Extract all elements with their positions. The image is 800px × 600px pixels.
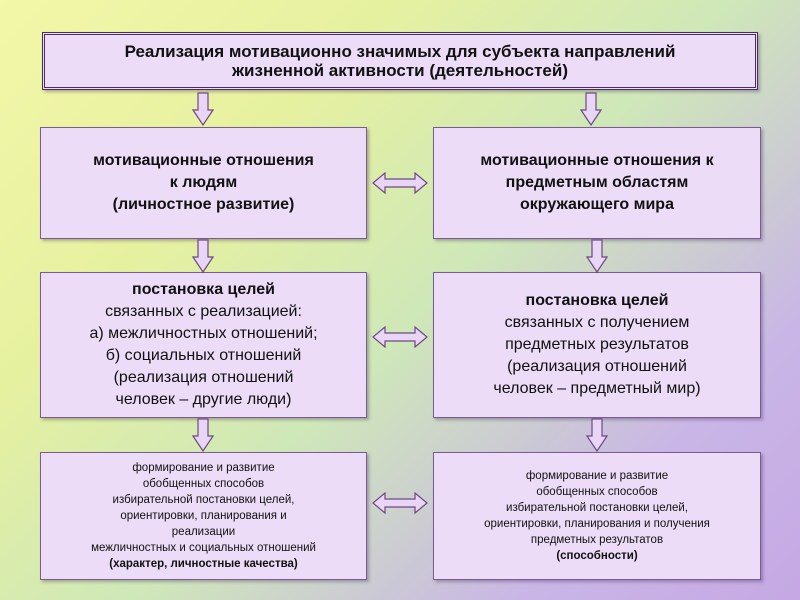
right-goals-box: постановка целей связанных с получением …	[433, 272, 761, 418]
title-box: Реализация мотивационно значимых для суб…	[42, 32, 758, 90]
right-relations-line-2: предметным областям	[505, 174, 689, 191]
right-goals-line-4: (реализация отношений	[507, 358, 687, 375]
left-skills-line-1: формирование и развитие	[132, 462, 275, 474]
left-skills-line-6: межличностных и социальных отношений	[91, 542, 316, 554]
left-goals-line-3: а) межличностных отношений;	[89, 325, 318, 342]
double-arrow-row1-icon	[372, 172, 428, 194]
right-goals-line-5: человек – предметный мир)	[493, 380, 701, 397]
right-relations-box: мотивационные отношения к предметным обл…	[433, 127, 761, 239]
right-goals-line-3: предметных результатов	[505, 336, 689, 353]
left-goals-box: постановка целей связанных с реализацией…	[40, 272, 367, 418]
left-relations-line-3: (личностное развитие)	[112, 196, 295, 213]
down-arrow-right-row1-icon	[586, 239, 608, 273]
title-line-2: жизненной активности (деятельностей)	[232, 61, 568, 80]
left-goals-line-5: (реализация отношений	[113, 369, 294, 386]
right-skills-line-5: предметных результатов	[530, 534, 664, 546]
double-arrow-row3-icon	[372, 492, 428, 514]
right-relations-line-1: мотивационные отношения к	[480, 152, 714, 169]
right-skills-line-4: ориентировки, планирования и получения	[484, 518, 710, 530]
double-arrow-row2-icon	[372, 326, 428, 348]
right-skills-line-2: обобщенных способов	[536, 486, 658, 498]
right-relations-line-3: окружающего мира	[520, 196, 674, 213]
down-arrow-title-left-icon	[192, 92, 214, 126]
left-relations-line-2: к людям	[169, 174, 238, 191]
left-skills-line-5: реализации	[171, 526, 236, 538]
left-relations-line-1: мотивационные отношения	[93, 152, 314, 169]
down-arrow-title-right-icon	[580, 92, 602, 126]
left-goals-line-2: связанных с реализацией:	[105, 303, 302, 320]
down-arrow-right-row2-icon	[586, 418, 608, 452]
left-goals-line-4: б) социальных отношений	[105, 347, 302, 364]
left-skills-line-2: обобщенных способов	[142, 478, 265, 490]
left-relations-box: мотивационные отношения к людям (личност…	[40, 127, 367, 239]
left-skills-line-7: (характер, личностные качества)	[109, 558, 298, 570]
left-skills-line-4: ориентировки, планирования и	[120, 510, 287, 522]
title-line-1: Реализация мотивационно значимых для суб…	[124, 42, 676, 61]
left-goals-line-6: человек – другие люди)	[115, 391, 292, 408]
left-skills-line-3: избирательной постановки целей,	[112, 494, 295, 506]
right-goals-line-2: связанных с получением	[504, 314, 690, 331]
right-skills-line-6: (способности)	[556, 550, 638, 562]
down-arrow-left-row2-icon	[192, 418, 214, 452]
down-arrow-left-row1-icon	[192, 239, 214, 273]
right-skills-line-1: формирование и развитие	[525, 470, 669, 482]
left-skills-box: формирование и развитие обобщенных спосо…	[40, 452, 367, 580]
right-skills-box: формирование и развитие обобщенных спосо…	[433, 452, 761, 580]
right-skills-line-3: избирательной постановки целей,	[506, 502, 688, 514]
right-goals-heading: постановка целей	[525, 292, 669, 309]
left-goals-heading: постановка целей	[132, 281, 275, 298]
